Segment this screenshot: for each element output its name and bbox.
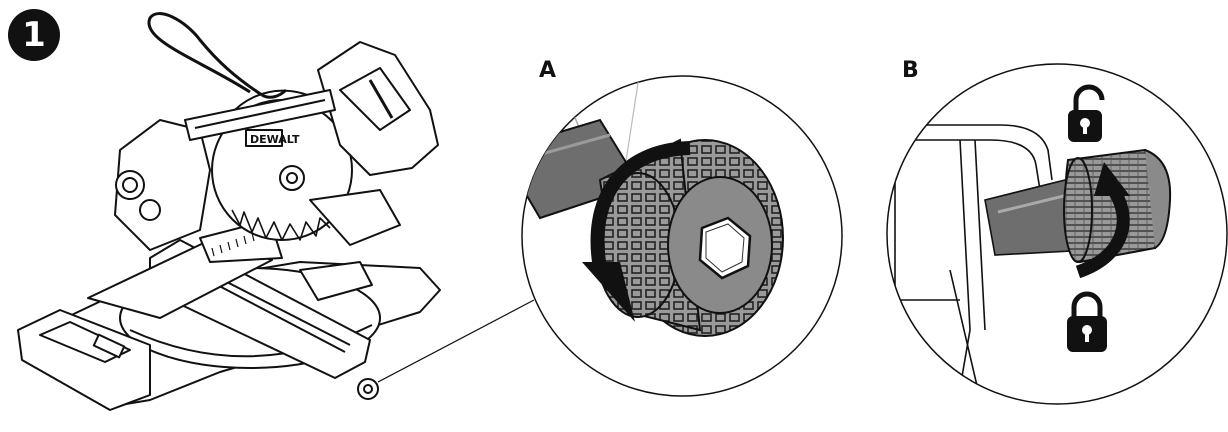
- detail-b-circle: [886, 63, 1228, 405]
- svg-text:DEWALT: DEWALT: [250, 133, 300, 146]
- unlocked-padlock-icon: [1068, 84, 1105, 142]
- detail-a-circle: [521, 75, 843, 397]
- motor-housing: [114, 119, 211, 251]
- bevel-lock-knob: [357, 378, 379, 400]
- base-handle-grip: [17, 309, 151, 411]
- saw-blade-teeth: [231, 209, 331, 241]
- locked-padlock-icon: [1067, 291, 1107, 352]
- panel-b-label: B: [902, 58, 919, 83]
- panel-a-label: A: [539, 58, 557, 83]
- miter-saw-illustration: DEWALT: [17, 12, 441, 411]
- callout-leader-line: [377, 299, 535, 383]
- rotate-arrow-icon: [590, 141, 691, 270]
- saw-handle: [317, 41, 439, 176]
- power-cord: [147, 12, 263, 97]
- rotate-arrow-icon-up: [1075, 184, 1130, 279]
- step-number-badge: 1: [8, 9, 60, 61]
